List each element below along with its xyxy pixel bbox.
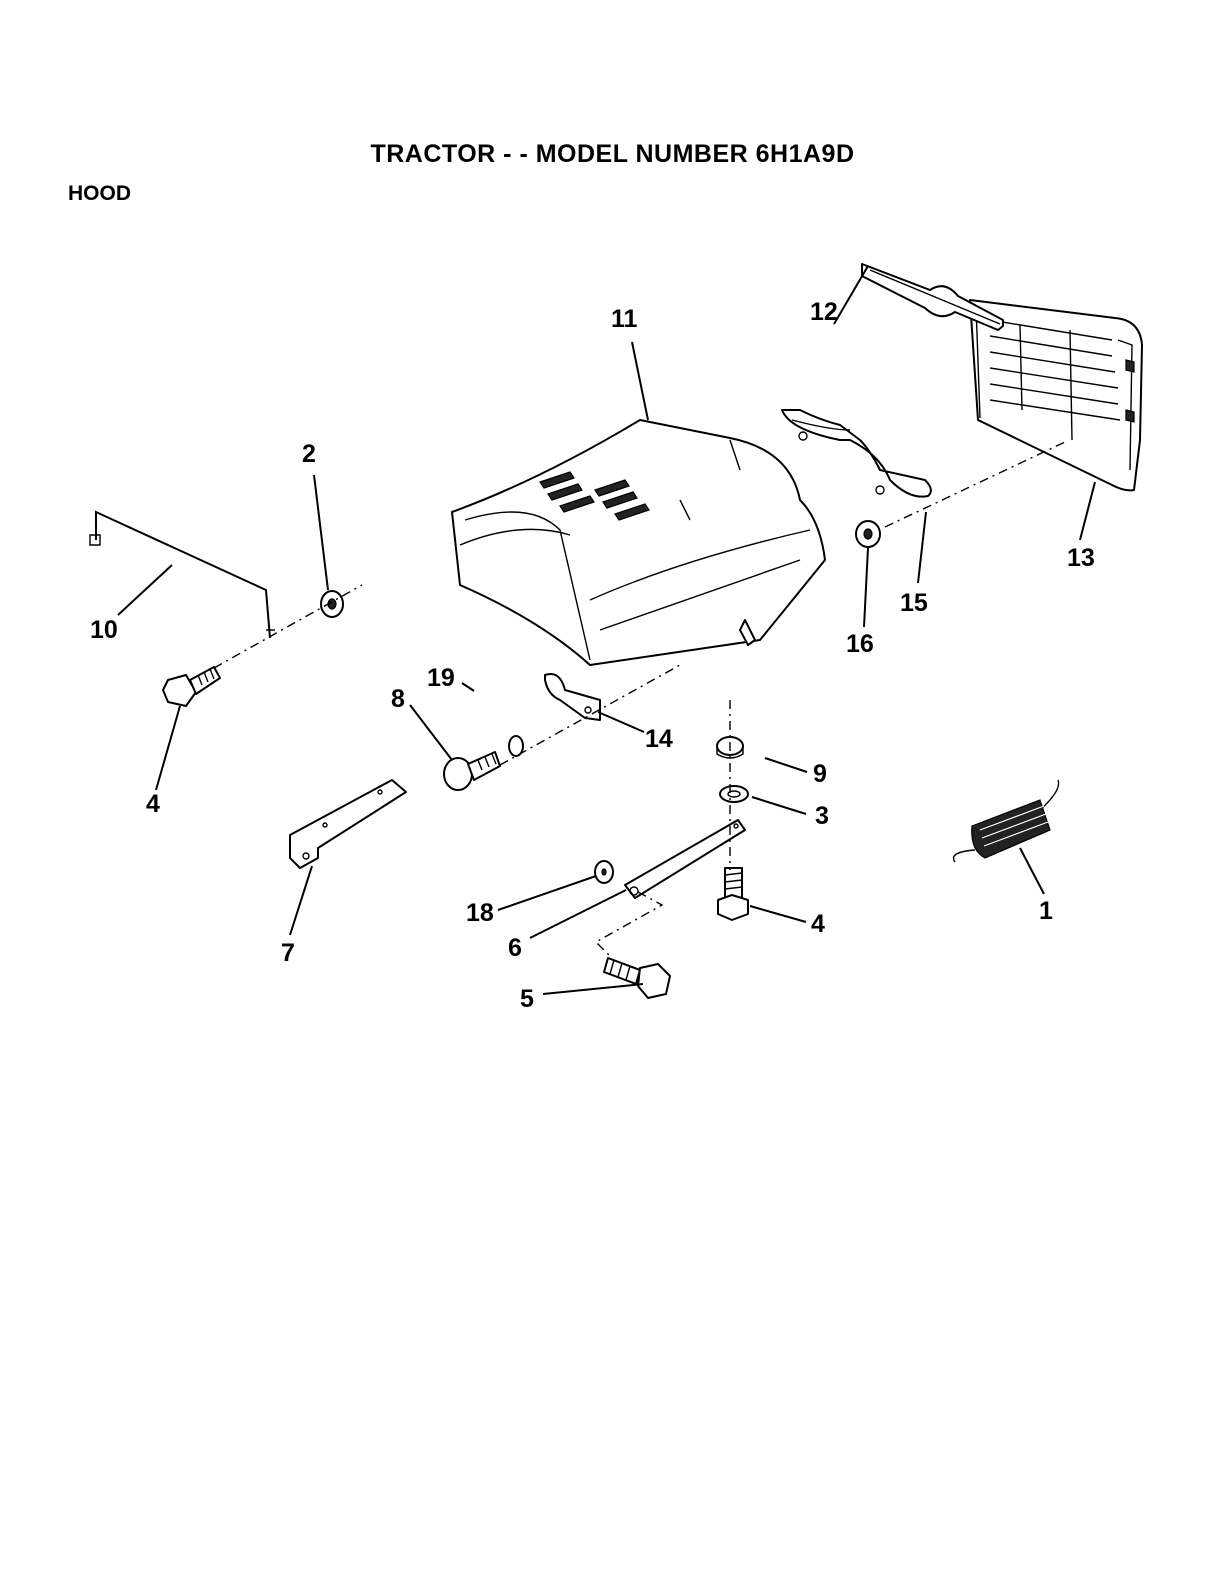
callout-8: 8 — [391, 685, 405, 713]
callout-5: 5 — [520, 985, 534, 1013]
callout-12: 12 — [810, 298, 838, 326]
callout-4-right: 4 — [811, 910, 825, 938]
callout-1: 1 — [1039, 897, 1053, 925]
callout-18: 18 — [466, 899, 494, 927]
nut-part-16 — [856, 521, 880, 547]
callout-11: 11 — [611, 305, 638, 333]
strap-part-7 — [290, 780, 406, 868]
spring-part-1 — [954, 780, 1059, 862]
callout-4-left: 4 — [146, 790, 160, 818]
callout-19: 19 — [427, 664, 455, 692]
hood-part-11 — [452, 420, 825, 665]
callout-3: 3 — [815, 802, 829, 830]
washer-part-3 — [720, 786, 748, 802]
nut-part-2 — [321, 591, 343, 617]
washer-part-18 — [595, 861, 613, 883]
callout-14: 14 — [645, 725, 673, 753]
callout-13: 13 — [1067, 544, 1095, 572]
callout-15: 15 — [900, 589, 928, 617]
callout-7: 7 — [281, 939, 295, 967]
callout-2: 2 — [302, 440, 316, 468]
support-part-15 — [782, 410, 931, 497]
callout-10: 10 — [90, 616, 118, 644]
clip-part-14 — [545, 674, 600, 720]
bracket-part-12 — [862, 264, 1003, 330]
bolt-part-8 — [444, 752, 500, 790]
callout-6: 6 — [508, 934, 522, 962]
callout-9: 9 — [813, 760, 827, 788]
bolt-part-4-right — [718, 868, 748, 920]
callout-16: 16 — [846, 630, 874, 658]
bolt-part-5 — [604, 958, 670, 998]
bolt-part-4-left — [163, 667, 220, 706]
